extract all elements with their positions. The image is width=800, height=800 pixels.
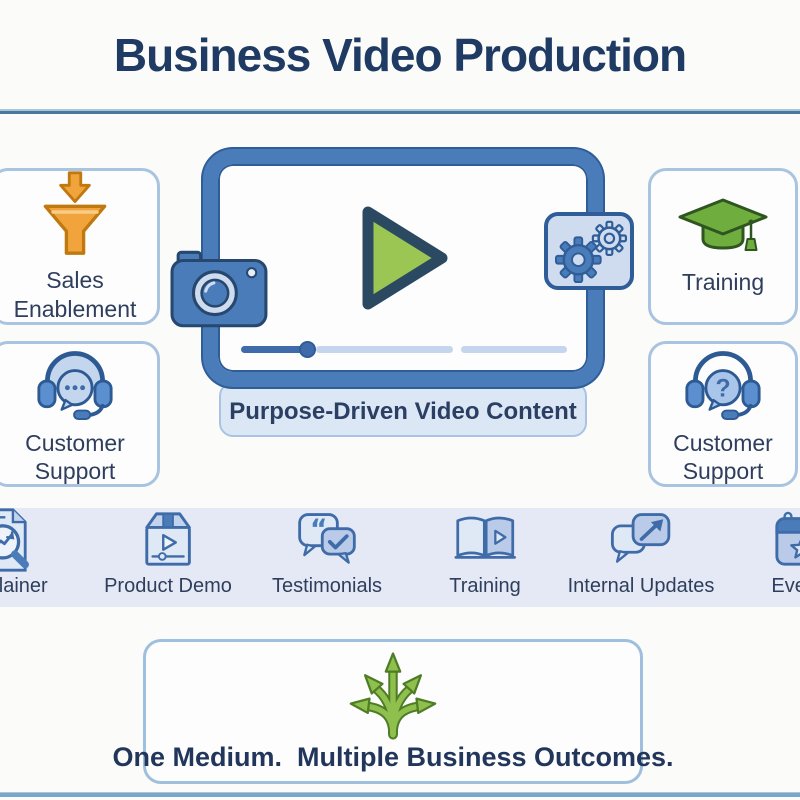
card-label: Customer Support (673, 429, 773, 484)
card-training: Training (648, 168, 798, 325)
use-case-label: Testimonials (271, 575, 383, 597)
footer-card: One Medium. Multiple Business Outcomes. (112, 639, 674, 784)
use-case-product-demo: Product Demo (104, 508, 232, 607)
headset-chat-icon (31, 343, 119, 421)
play-icon (350, 198, 456, 318)
product-box-play-icon (135, 508, 201, 572)
player-caption: Purpose-Driven Video Content (219, 382, 587, 437)
svg-text:?: ? (715, 375, 730, 402)
quote-check-bubbles-icon: “ (294, 508, 360, 572)
use-case-label: Events (771, 575, 800, 597)
card-label: Training (681, 269, 765, 296)
player-caption-text: Purpose-Driven Video Content (229, 398, 577, 425)
branching-arrows-icon (345, 650, 441, 740)
funnel-arrow-icon (39, 170, 111, 258)
page-title: Business Video Production (113, 29, 687, 81)
gears-icon (544, 212, 634, 290)
document-magnifier-icon (0, 508, 37, 572)
use-case-events: Events (771, 508, 800, 607)
use-case-training: Training (449, 508, 521, 607)
use-case-band: Explainer Product Demo “ (0, 508, 800, 607)
card-sales-enablement: Sales Enablement (0, 168, 160, 325)
open-book-play-icon (452, 508, 518, 572)
progress-bar-remaining (316, 346, 453, 353)
header-divider (0, 109, 800, 114)
camera-icon (170, 244, 270, 330)
card-label: Customer Support (25, 429, 125, 484)
card-customer-support-right: ? Customer Support (648, 341, 798, 487)
use-case-internal-updates: Internal Updates (567, 508, 715, 607)
footer-divider (0, 792, 800, 797)
graduation-cap-icon (676, 196, 770, 260)
progress-knob (299, 341, 316, 358)
use-case-label: Product Demo (104, 575, 232, 597)
use-case-label: Training (449, 575, 521, 597)
use-case-testimonials: “ Testimonials (272, 508, 382, 607)
use-case-label: Internal Updates (567, 575, 715, 597)
card-customer-support-left: Customer Support (0, 341, 160, 487)
use-case-label: Explainer (0, 575, 48, 597)
calendar-star-icon (771, 508, 800, 572)
progress-bar-elapsed (241, 346, 305, 353)
card-label: Sales Enablement (13, 267, 137, 322)
chat-arrow-icon (609, 508, 673, 572)
progress-bar-segment (461, 346, 567, 353)
headset-question-icon: ? (679, 343, 767, 421)
use-case-explainer: Explainer (0, 508, 48, 607)
footer-message: One Medium. Multiple Business Outcomes. (112, 742, 674, 772)
